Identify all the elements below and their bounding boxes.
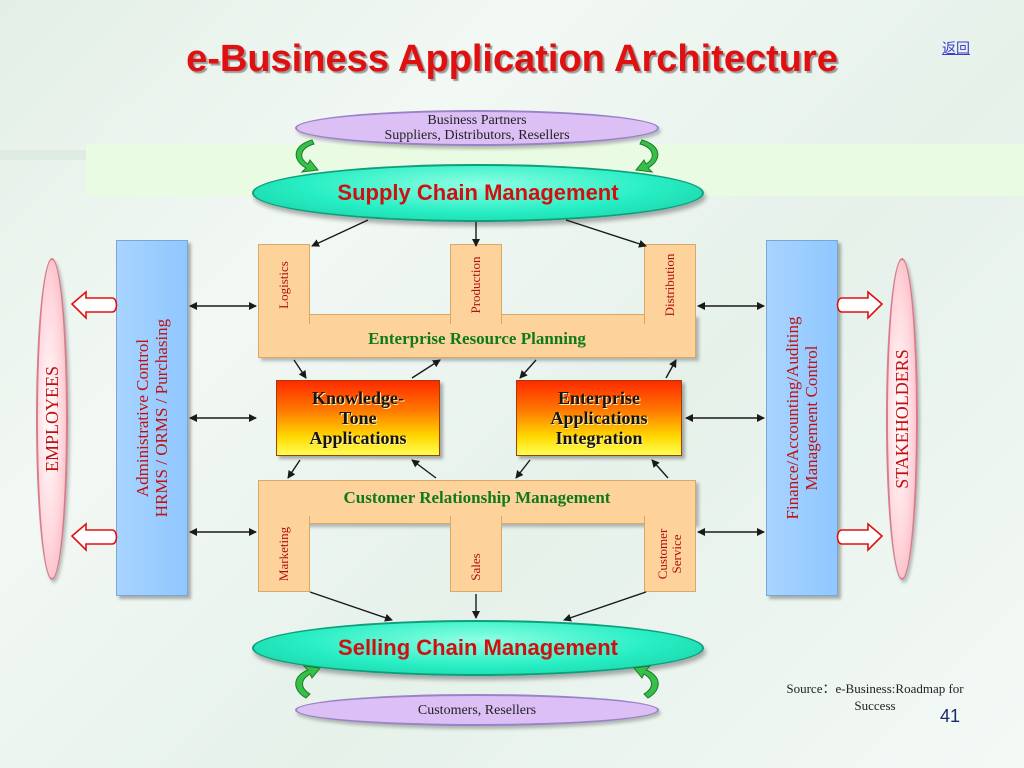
red-arrow-stakeholders-top — [836, 290, 884, 320]
administrative-control-bar: Administrative Control HRMS / ORMS / Pur… — [116, 240, 188, 596]
source-line2: Success — [854, 698, 896, 713]
arrow-scm-logistics — [311, 219, 369, 247]
crm-label: Customer Relationship Management — [343, 488, 611, 507]
erp-tab-logistics: Logistics — [258, 244, 310, 324]
page-number: 41 — [940, 706, 961, 726]
source-line1: Source：e-Business:Roadmap for — [786, 681, 964, 696]
finance-control-bar: Finance/Accounting/Auditing Management C… — [766, 240, 838, 596]
arrow-knowledge-crm — [287, 459, 301, 479]
curved-arrow-bottom-right — [633, 665, 659, 699]
eai-line2: Applications — [550, 408, 648, 428]
red-arrow-stakeholders-bottom — [836, 522, 884, 552]
eai-line3: Integration — [555, 428, 643, 448]
source-note: Source：e-Business:Roadmap for Success — [770, 680, 980, 714]
curved-arrow-bottom-left — [295, 665, 321, 699]
curved-arrow-top-left — [295, 139, 319, 173]
background-stripe — [0, 150, 90, 160]
supply-chain-management-ellipse: Supply Chain Management — [252, 164, 704, 222]
employees-ellipse: EMPLOYEES — [36, 258, 68, 580]
back-link[interactable]: 返回 — [942, 42, 970, 57]
red-arrow-employees-bottom — [70, 522, 118, 552]
page-title: e-Business Application Architecture — [186, 38, 838, 80]
supply-chain-management-label: Supply Chain Management — [337, 180, 619, 205]
knowledge-line1: Knowledge- — [312, 388, 404, 408]
erp-tab-distribution: Distribution — [644, 244, 696, 324]
erp-block: Logistics Production Distribution Enterp… — [258, 244, 696, 358]
knowledge-line3: Applications — [309, 428, 407, 448]
arrow-marketing-sellcm — [309, 591, 393, 622]
arrow-crm-knowledge — [411, 459, 437, 479]
arrow-scm-distribution — [565, 219, 647, 248]
stakeholders-ellipse: STAKEHOLDERS — [886, 258, 918, 580]
customers-ellipse: Customers, Resellers — [295, 694, 659, 726]
selling-chain-management-label: Selling Chain Management — [338, 635, 618, 660]
arrow-service-sellcm — [563, 591, 647, 622]
erp-label: Enterprise Resource Planning — [368, 329, 586, 348]
arrow-crm-eai — [651, 459, 669, 479]
arrow-erp-knowledge — [293, 359, 307, 379]
curved-arrow-top-right — [635, 139, 659, 173]
red-arrow-employees-top — [70, 290, 118, 320]
customers-label: Customers, Resellers — [417, 702, 537, 718]
crm-tab-marketing: Marketing — [258, 516, 310, 592]
arrow-knowledge-erp — [411, 359, 441, 379]
crm-block: Marketing Sales Customer Service Custome… — [258, 480, 696, 592]
enterprise-applications-integration-box: Enterprise Applications Integration — [516, 380, 682, 456]
crm-tab-customer-service: Customer Service — [644, 516, 696, 592]
arrow-eai-erp — [665, 359, 677, 379]
business-partners-label: Business Partners — [427, 113, 527, 128]
erp-tab-production: Production — [450, 244, 502, 324]
knowledge-line2: Tone — [339, 408, 377, 428]
arrow-erp-eai — [519, 359, 537, 379]
arrow-eai-crm — [515, 459, 531, 479]
selling-chain-management-ellipse: Selling Chain Management — [252, 620, 704, 676]
business-partners-ellipse: Business Partners Suppliers, Distributor… — [295, 110, 659, 146]
eai-line1: Enterprise — [558, 388, 640, 408]
crm-tab-sales: Sales — [450, 516, 502, 592]
knowledge-tone-applications-box: Knowledge- Tone Applications — [276, 380, 440, 456]
suppliers-label: Suppliers, Distributors, Resellers — [384, 128, 570, 143]
